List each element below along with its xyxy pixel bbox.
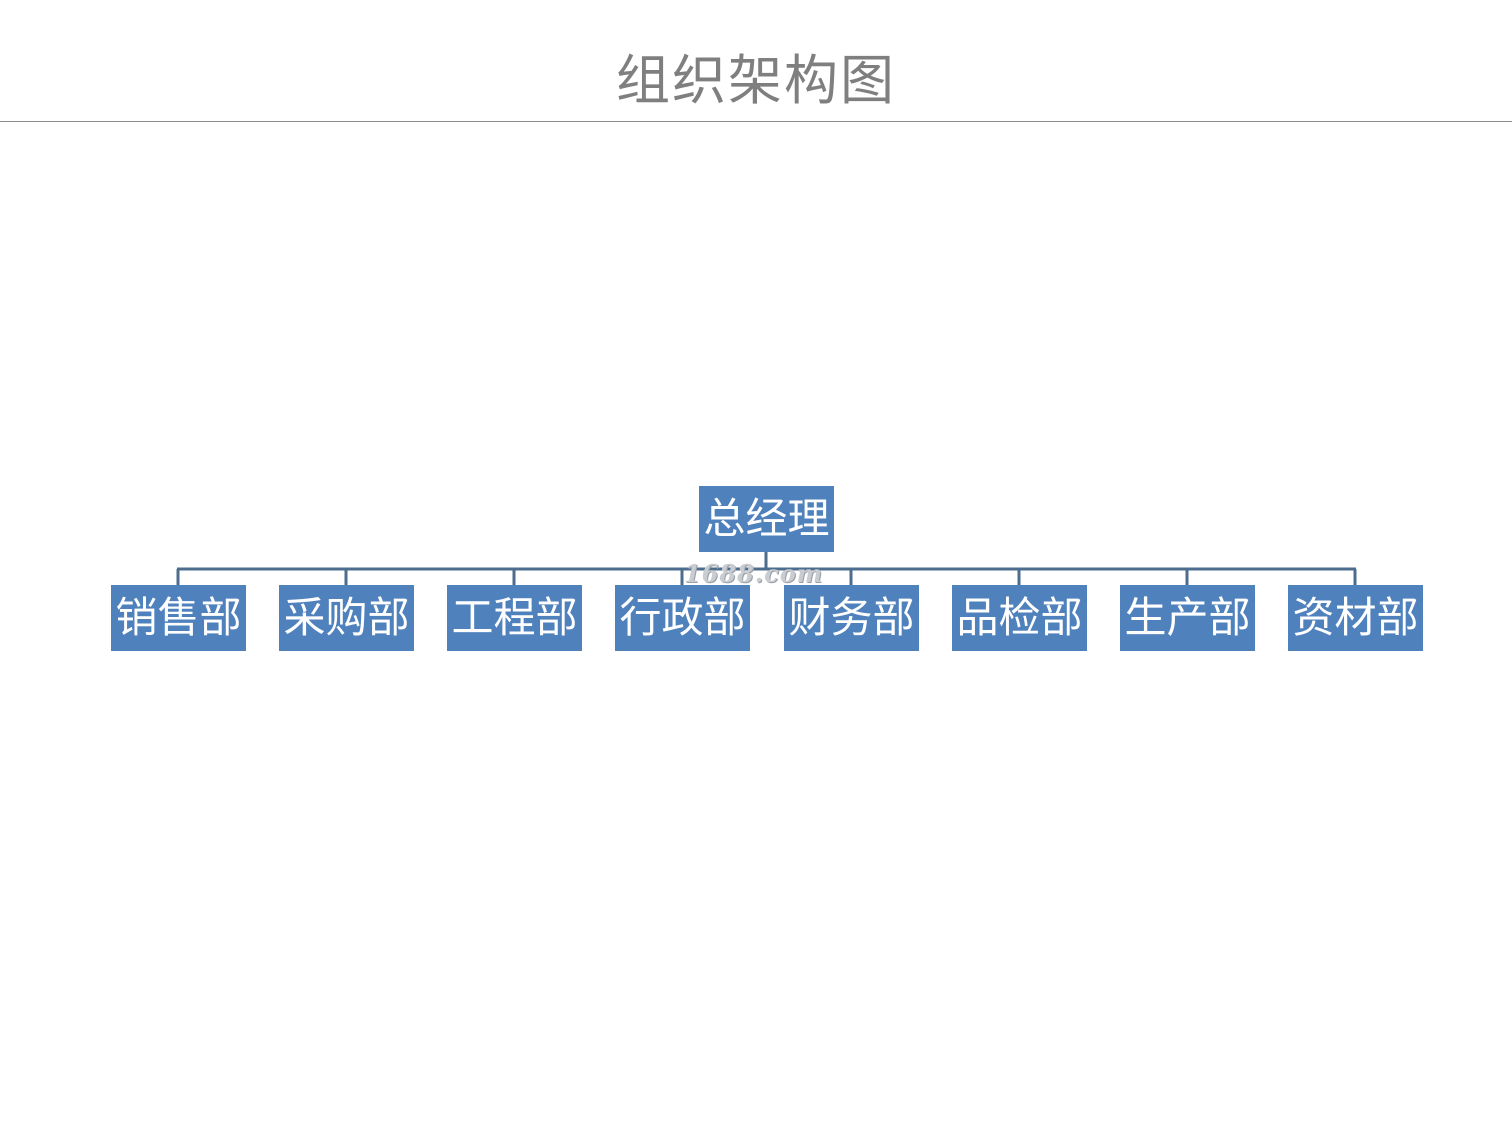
node-department-materials[interactable]: 资材部 [1288,585,1423,651]
node-department-purchasing[interactable]: 采购部 [279,585,414,651]
node-department-quality[interactable]: 品检部 [952,585,1087,651]
title-divider [0,121,1512,122]
watermark-text: 1688.com [684,559,824,588]
node-general-manager[interactable]: 总经理 [699,486,834,552]
node-department-engineering[interactable]: 工程部 [447,585,582,651]
page-title: 组织架构图 [616,49,896,112]
node-department-sales[interactable]: 销售部 [111,585,246,651]
node-department-finance[interactable]: 财务部 [784,585,919,651]
node-department-production[interactable]: 生产部 [1120,585,1255,651]
node-department-administration[interactable]: 行政部 [615,585,750,651]
